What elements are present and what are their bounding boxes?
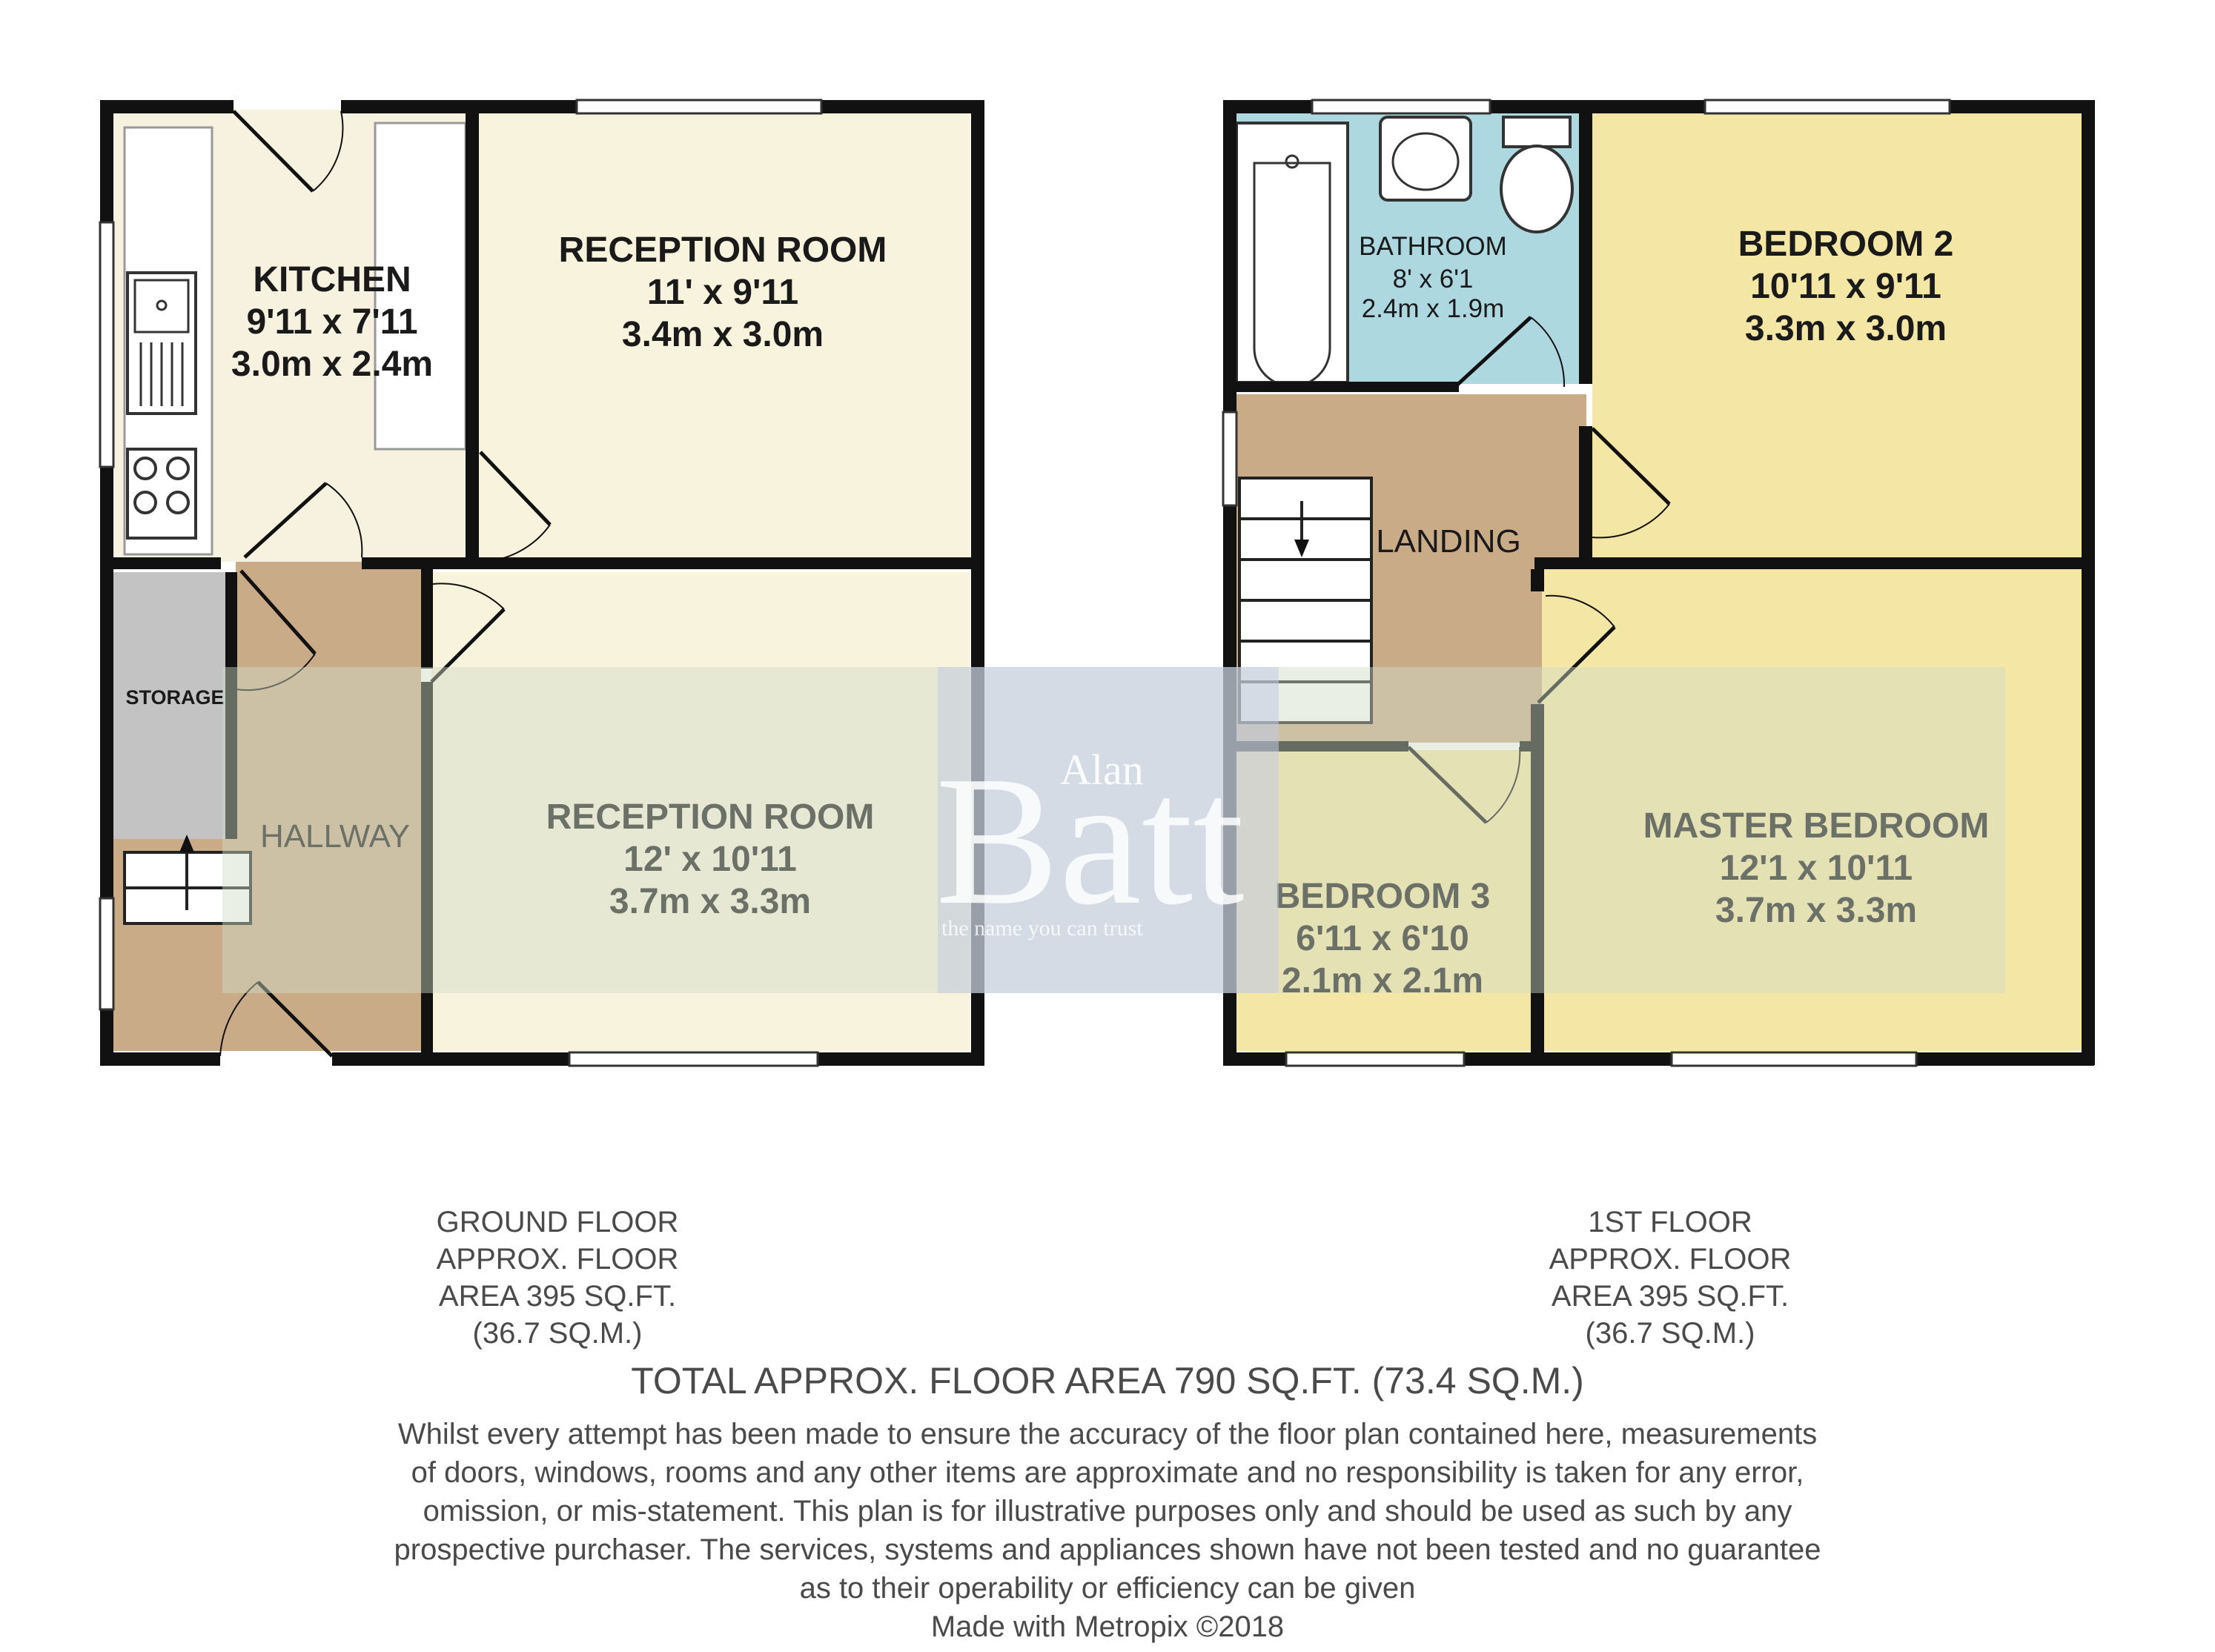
bedroom-2-dim-imperial: 10'11 x 9'11: [1750, 267, 1941, 306]
disclaimer-line-1: Whilst every attempt has been made to en…: [398, 1418, 1817, 1450]
master-bedroom-dim-imperial: 12'1 x 10'11: [1720, 849, 1913, 888]
sink-bowl: [133, 279, 190, 334]
reception-room-upper-area: [480, 110, 970, 562]
first-floor-windows: [1222, 99, 1951, 1067]
toilet-cistern: [1502, 116, 1572, 148]
ground-windows: [99, 99, 823, 1067]
disclaimer: Whilst every attempt has been made to en…: [394, 1418, 1821, 1605]
metropix-credit: Made with Metropix ©2018: [931, 1610, 1284, 1643]
hallway-label: HALLWAY: [260, 818, 410, 855]
ground-label-line-4: (36.7 SQ.M.): [473, 1317, 643, 1350]
hob-rings: [133, 457, 190, 514]
reception-upper-dim-imperial: 11' x 9'11: [647, 273, 798, 312]
first-label-line-1: 1ST FLOOR: [1588, 1206, 1752, 1238]
reception-lower-dim-metric: 3.7m x 3.3m: [609, 882, 811, 921]
kitchen-label: KITCHEN: [253, 260, 411, 299]
drainer-ridges: [139, 342, 184, 406]
first-label-line-3: AREA 395 SQ.FT.: [1552, 1280, 1789, 1313]
bathroom-label: BATHROOM: [1359, 232, 1507, 261]
reception-upper-dim-metric: 3.4m x 3.0m: [622, 315, 824, 354]
storage-area: [110, 572, 236, 839]
master-bedroom-label: MASTER BEDROOM: [1643, 806, 1990, 846]
watermark-small-text: Alan: [1060, 746, 1144, 794]
ground-label-line-1: GROUND FLOOR: [437, 1206, 679, 1238]
ground-doors: [219, 110, 552, 1058]
first-floor-doors: [1407, 316, 1671, 824]
watermark-big-text: Batt: [936, 738, 1245, 943]
disclaimer-line-4: prospective purchaser. The services, sys…: [394, 1533, 1821, 1566]
basin-bowl: [1391, 132, 1460, 191]
hallway-area: [236, 562, 421, 1051]
bedroom-3-label: BEDROOM 3: [1275, 877, 1491, 916]
bedroom-2-label: BEDROOM 2: [1738, 225, 1954, 264]
storage-label: STORAGE: [125, 686, 224, 709]
ground-label-line-2: APPROX. FLOOR: [437, 1243, 679, 1276]
watermark-box: [938, 667, 1279, 993]
watermark-logo: Alan Batt the name you can trust: [222, 667, 2005, 993]
master-bedroom-dim-metric: 3.7m x 3.3m: [1715, 891, 1917, 930]
basin-icon: [1379, 116, 1472, 202]
reception-upper-label: RECEPTION ROOM: [559, 230, 887, 270]
first-label-line-4: (36.7 SQ.M.): [1586, 1317, 1755, 1350]
disclaimer-line-2: of doors, windows, rooms and any other i…: [411, 1456, 1804, 1489]
total-floor-area: TOTAL APPROX. FLOOR AREA 790 SQ.FT. (73.…: [631, 1360, 1584, 1401]
bedroom-2-area: [1592, 110, 2082, 557]
bedroom-2-dim-metric: 3.3m x 3.0m: [1745, 309, 1947, 348]
reception-lower-dim-imperial: 12' x 10'11: [623, 840, 797, 879]
stair-arrow-down-icon: [1294, 540, 1309, 557]
stair-arrow-up-icon: [179, 835, 194, 852]
first-label-line-2: APPROX. FLOOR: [1549, 1243, 1792, 1276]
ground-floor-area-label: GROUND FLOOR APPROX. FLOOR AREA 395 SQ.F…: [437, 1206, 679, 1350]
bathroom-dim-imperial: 8' x 6'1: [1393, 265, 1474, 293]
kitchen-dim-imperial: 9'11 x 7'11: [246, 302, 417, 342]
ground-label-line-3: AREA 395 SQ.FT.: [439, 1280, 676, 1313]
bath-drain: [1285, 154, 1299, 169]
first-floor-plan: BATHROOM 8' x 6'1 2.4m x 1.9m BEDROOM 2 …: [1222, 99, 2095, 1067]
first-floor-area-label: 1ST FLOOR APPROX. FLOOR AREA 395 SQ.FT. …: [1549, 1206, 1792, 1350]
bathroom-dim-metric: 2.4m x 1.9m: [1362, 294, 1505, 323]
disclaimer-line-5: as to their operability or efficiency ca…: [800, 1572, 1416, 1605]
disclaimer-line-3: omission, or mis-statement. This plan is…: [423, 1495, 1792, 1527]
reception-room-lower-area: [431, 572, 970, 1051]
landing-label: LANDING: [1376, 523, 1521, 560]
watermark-tagline: the name you can trust: [941, 916, 1143, 941]
bedroom-3-area: [1234, 750, 1531, 1051]
sink-drain: [156, 299, 168, 311]
kitchen-dim-metric: 3.0m x 2.4m: [231, 345, 433, 384]
master-bedroom-area: [1542, 568, 2082, 1051]
toilet-icon: [1500, 145, 1574, 233]
bedroom-3-dim-imperial: 6'11 x 6'10: [1296, 919, 1469, 958]
bedroom-3-dim-metric: 2.1m x 2.1m: [1282, 961, 1483, 1001]
reception-lower-label: RECEPTION ROOM: [546, 797, 875, 837]
